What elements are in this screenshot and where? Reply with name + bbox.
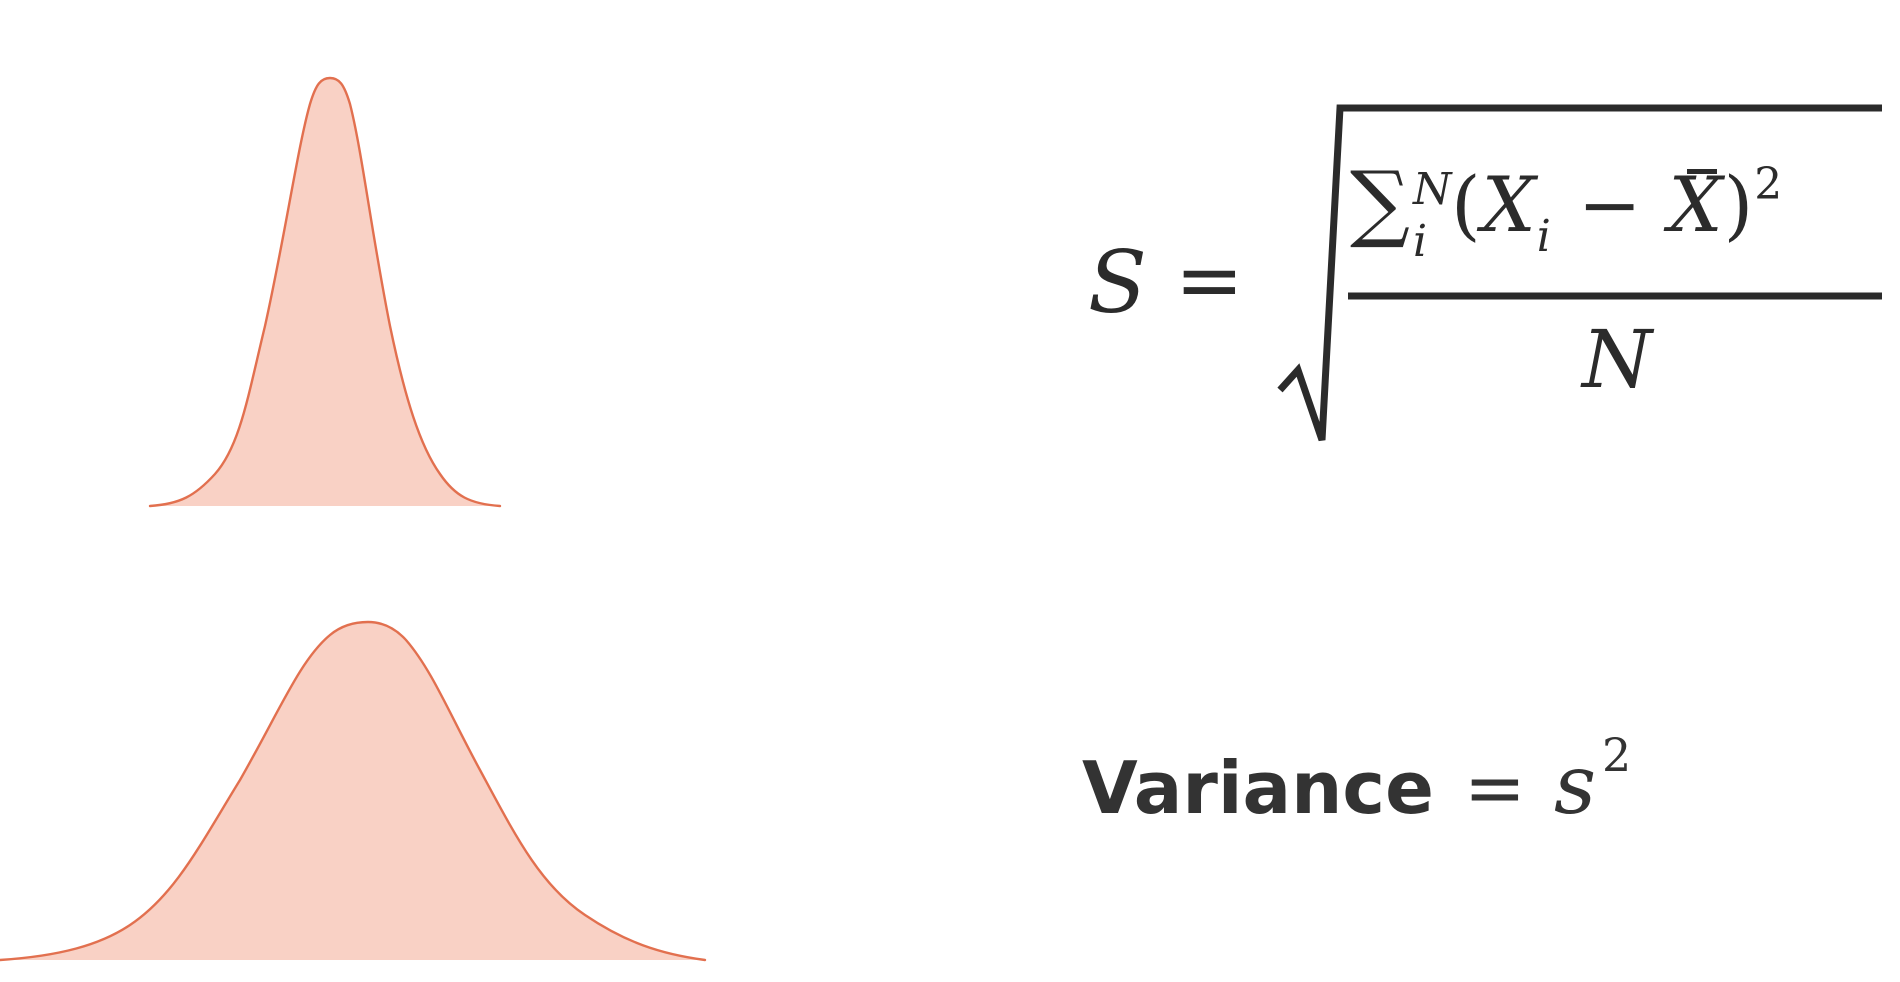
x-mean: X	[1668, 160, 1724, 249]
x-subscript: i	[1536, 211, 1552, 262]
square-root-sign	[1277, 104, 1882, 442]
wide-distribution-area	[0, 622, 705, 960]
std-dev-symbol: S	[1088, 233, 1147, 333]
variance-label: Variance	[1082, 746, 1434, 830]
summation-symbol: ∑	[1350, 153, 1411, 251]
squared-exponent: 2	[1754, 159, 1784, 210]
narrow-distribution-outline	[148, 76, 502, 508]
open-paren: (	[1450, 160, 1482, 249]
variance-exponent: 2	[1602, 728, 1632, 782]
wide-distribution-outline	[0, 620, 707, 962]
variance-equals-sign: =	[1463, 745, 1526, 831]
narrow-distribution-curve	[148, 76, 502, 508]
std-equals-sign: =	[1175, 233, 1244, 328]
summation-upper-limit: N	[1412, 164, 1453, 215]
narrow-distribution-area	[150, 78, 500, 506]
minus-sign: −	[1577, 160, 1643, 249]
variance-symbol: s	[1553, 738, 1597, 833]
summation-lower-limit: i	[1412, 216, 1429, 267]
formula-denominator: N	[1582, 313, 1652, 406]
x-variable: X	[1481, 160, 1537, 249]
close-paren: )	[1723, 160, 1755, 249]
wide-distribution-curve	[0, 620, 707, 962]
